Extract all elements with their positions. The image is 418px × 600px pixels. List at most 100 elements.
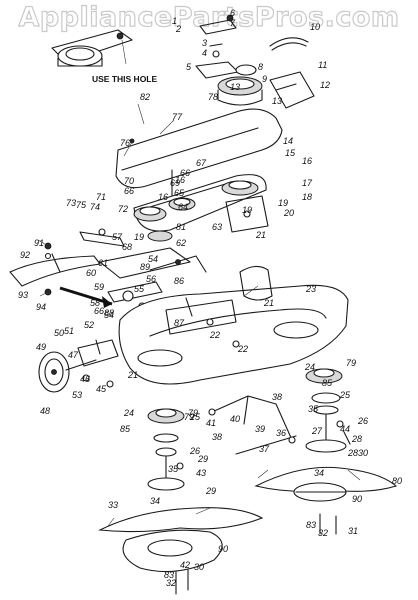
part-label-40: 40 xyxy=(230,414,240,424)
part-label-28: 28 xyxy=(351,434,362,444)
part-label-21: 21 xyxy=(127,370,138,380)
part-label-16: 16 xyxy=(158,192,168,202)
part-label-6: 6 xyxy=(230,8,235,18)
part-label-66: 66 xyxy=(124,186,134,196)
part-label-54: 54 xyxy=(104,310,114,320)
part-label-30: 30 xyxy=(194,562,204,572)
part-label-29: 29 xyxy=(205,486,216,496)
part-label-19: 19 xyxy=(242,205,252,215)
part-label-21: 21 xyxy=(255,230,266,240)
direction-arrow xyxy=(59,286,113,308)
part-label-67: 67 xyxy=(196,158,207,168)
part-number-labels: 1234567891011121313141516161617181919192… xyxy=(18,8,402,588)
part-label-90: 90 xyxy=(218,544,228,554)
part-label-18: 18 xyxy=(302,192,312,202)
part-label-59: 59 xyxy=(94,282,104,292)
part-label-10: 10 xyxy=(310,22,320,32)
part-label-69: 69 xyxy=(170,178,180,188)
part-label-52: 52 xyxy=(84,320,94,330)
part-label-41: 41 xyxy=(206,418,216,428)
part-label-79: 79 xyxy=(346,358,356,368)
leader-lines xyxy=(37,103,361,527)
watermark-text: AppliancePartsPros.com xyxy=(18,2,399,33)
part-label-2: 2 xyxy=(175,24,181,34)
part-label-56: 56 xyxy=(146,274,156,284)
part-label-34: 34 xyxy=(150,496,160,506)
gauge-wheel-assembly xyxy=(38,339,119,393)
part-label-42: 42 xyxy=(180,560,190,570)
part-label-47: 47 xyxy=(68,350,79,360)
part-label-30: 30 xyxy=(358,448,368,458)
part-label-17: 17 xyxy=(302,178,313,188)
part-label-43: 43 xyxy=(196,468,206,478)
part-label-5: 5 xyxy=(186,62,192,72)
part-label-92: 92 xyxy=(20,250,30,260)
part-label-79: 79 xyxy=(184,412,194,422)
part-label-63: 63 xyxy=(212,222,222,232)
part-label-49: 49 xyxy=(36,342,46,352)
part-label-65: 65 xyxy=(174,188,185,198)
part-label-62: 62 xyxy=(176,238,186,248)
part-label-68: 68 xyxy=(122,242,132,252)
part-label-9: 9 xyxy=(262,74,267,84)
part-label-60: 60 xyxy=(86,268,96,278)
part-label-19: 19 xyxy=(134,232,144,242)
part-label-61: 61 xyxy=(98,258,108,268)
part-label-44: 44 xyxy=(340,424,350,434)
part-label-83: 83 xyxy=(306,520,316,530)
part-label-16: 16 xyxy=(175,175,185,185)
part-label-32: 32 xyxy=(318,528,328,538)
part-label-74: 74 xyxy=(90,202,100,212)
part-label-50: 50 xyxy=(54,328,64,338)
belt-and-pulleys xyxy=(133,169,269,242)
part-label-48: 48 xyxy=(40,406,50,416)
part-label-38: 38 xyxy=(212,432,222,442)
part-label-86: 86 xyxy=(174,276,184,286)
part-label-85: 85 xyxy=(322,378,333,388)
part-label-1: 1 xyxy=(172,16,177,26)
part-label-26: 26 xyxy=(189,446,200,456)
part-label-26: 26 xyxy=(357,416,368,426)
part-label-37: 37 xyxy=(259,444,270,454)
part-label-75: 75 xyxy=(76,200,87,210)
part-label-31: 31 xyxy=(348,526,358,536)
part-label-14: 14 xyxy=(283,136,293,146)
part-label-78: 78 xyxy=(208,92,218,102)
part-label-85: 85 xyxy=(120,424,131,434)
part-label-22: 22 xyxy=(209,330,220,340)
part-label-35: 35 xyxy=(168,464,179,474)
part-label-83: 83 xyxy=(164,570,174,580)
mower-deck-housing xyxy=(118,265,349,385)
center-spindle-assembly xyxy=(98,408,264,595)
part-label-66: 66 xyxy=(94,306,104,316)
part-label-39: 39 xyxy=(255,424,265,434)
part-label-94: 94 xyxy=(36,302,46,312)
part-label-45: 45 xyxy=(96,384,107,394)
part-label-72: 72 xyxy=(118,204,128,214)
part-label-24: 24 xyxy=(123,408,134,418)
part-label-79: 79 xyxy=(188,408,198,418)
part-label-53: 53 xyxy=(72,390,82,400)
part-label-87: 87 xyxy=(174,318,185,328)
part-label-3: 3 xyxy=(202,38,207,48)
part-label-16: 16 xyxy=(302,156,312,166)
part-label-58: 58 xyxy=(90,298,100,308)
part-label-19: 19 xyxy=(278,198,288,208)
part-label-46: 46 xyxy=(80,374,90,384)
part-label-64: 64 xyxy=(178,202,188,212)
part-label-51: 51 xyxy=(64,326,74,336)
part-label-76: 76 xyxy=(120,138,130,148)
part-label-13: 13 xyxy=(230,82,240,92)
part-label-34: 34 xyxy=(314,468,324,478)
part-label-35: 35 xyxy=(308,404,319,414)
part-label-77: 77 xyxy=(172,112,183,122)
part-label-4: 4 xyxy=(202,48,207,58)
belt-cover xyxy=(115,108,283,189)
part-label-32: 32 xyxy=(166,578,176,588)
part-label-81: 81 xyxy=(176,222,186,232)
idler-arm-assembly xyxy=(99,247,207,310)
part-label-13: 13 xyxy=(272,96,282,106)
part-label-38: 38 xyxy=(272,392,282,402)
